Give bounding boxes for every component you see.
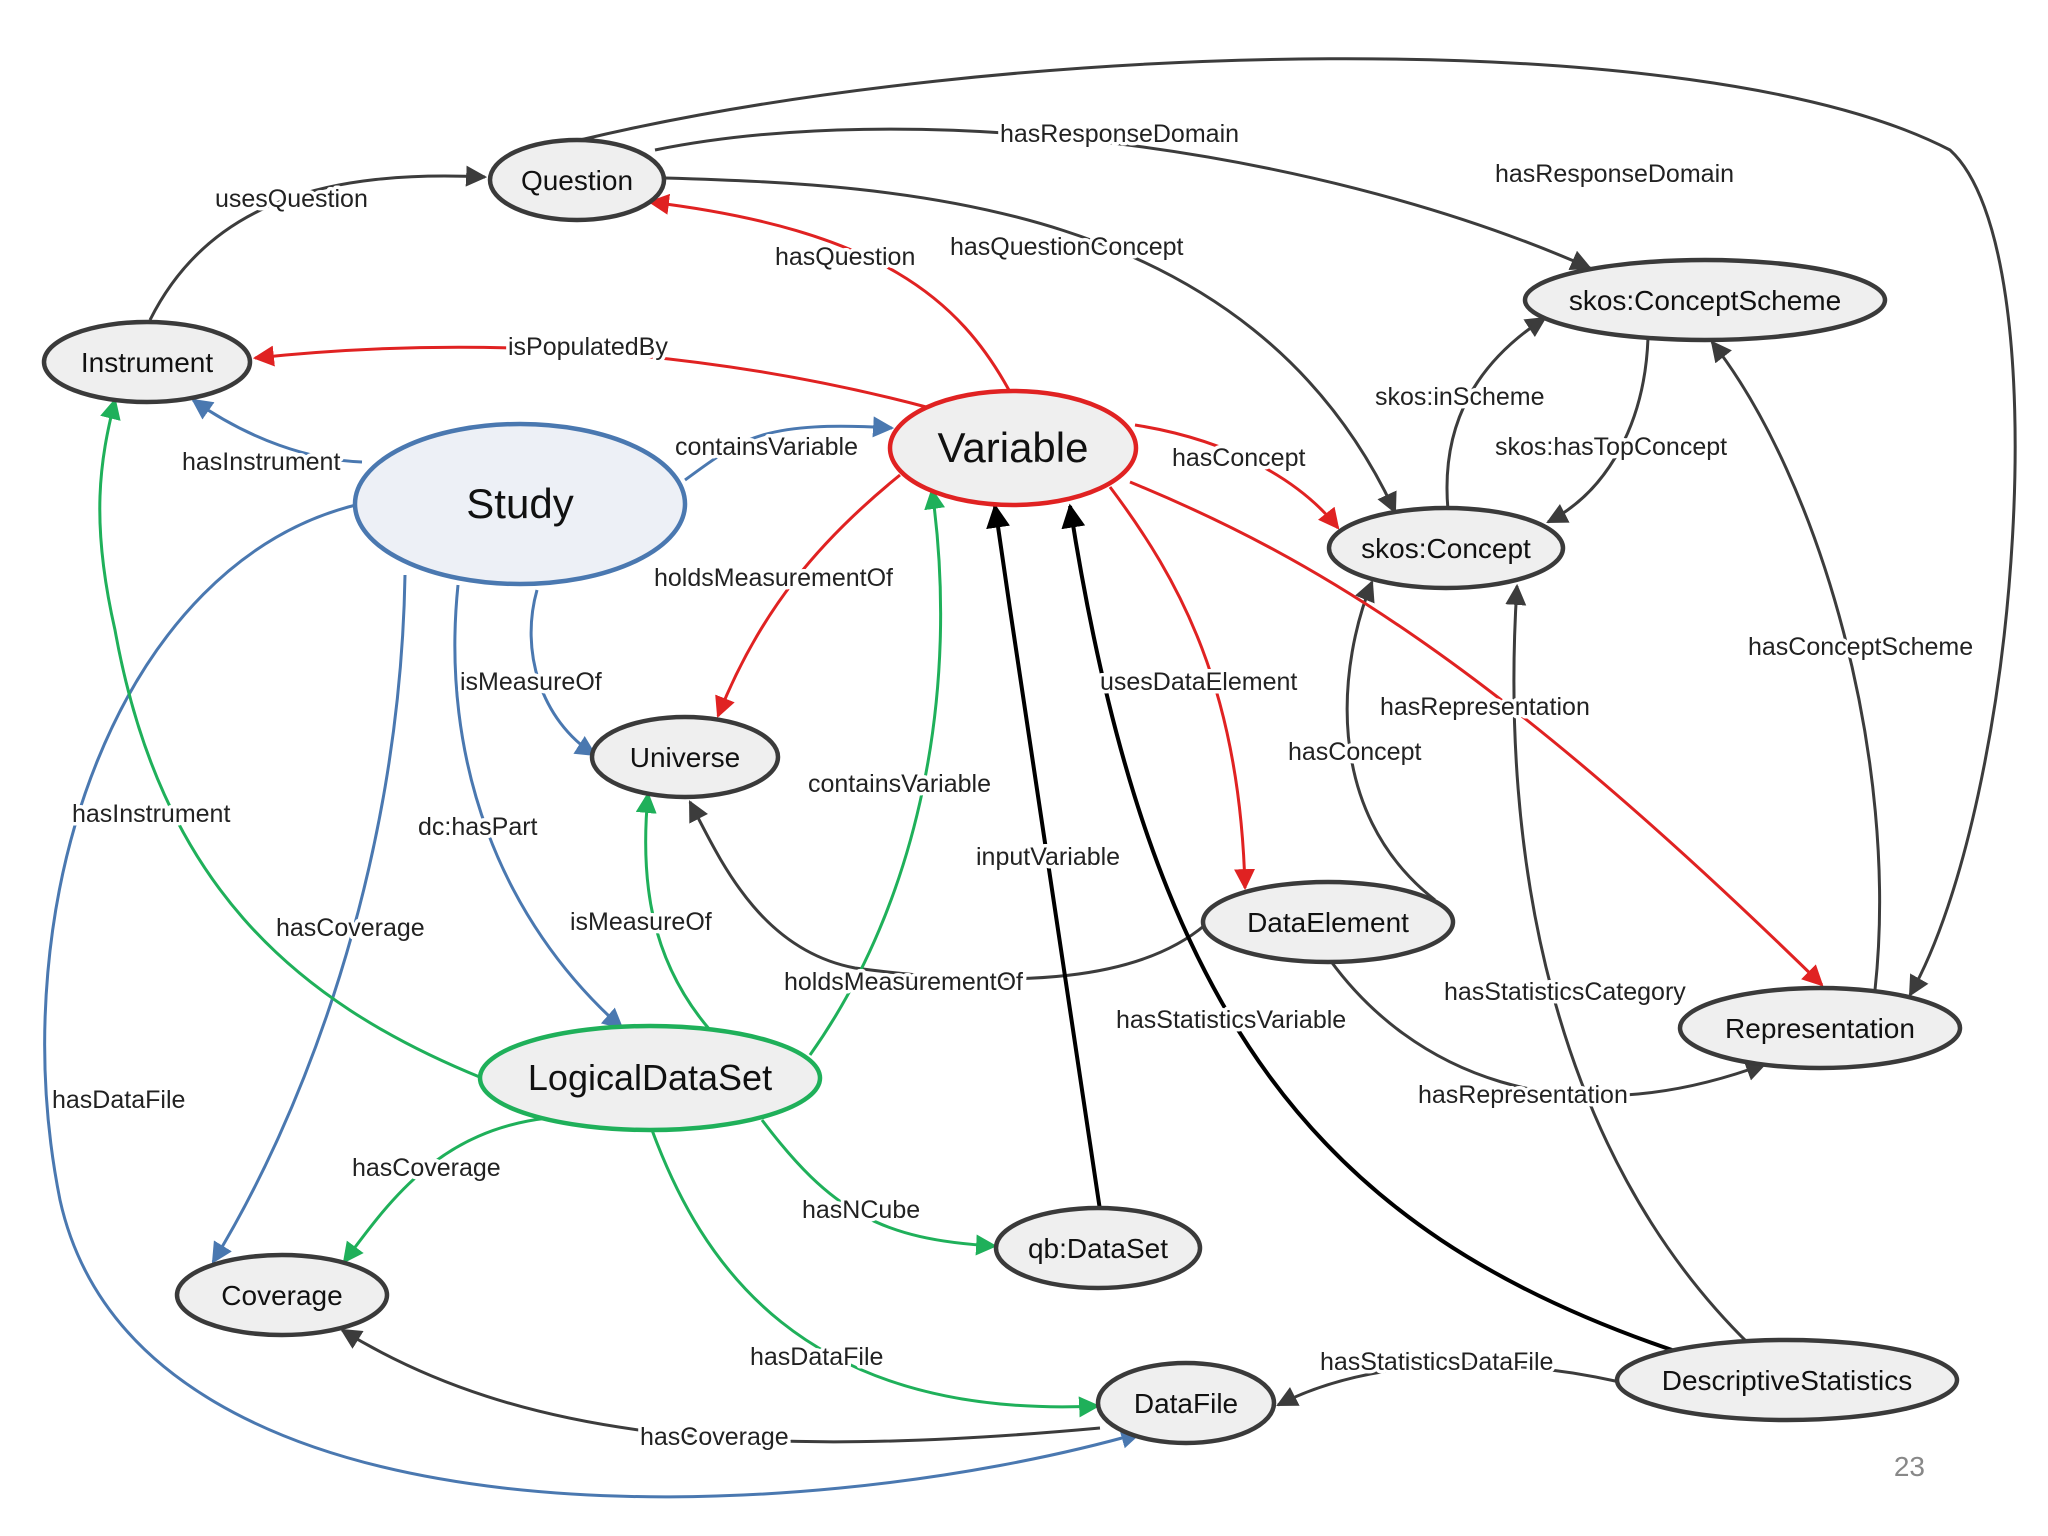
label-has-coverage-3: hasCoverage xyxy=(640,1423,789,1451)
edge-has-concept-2 xyxy=(1345,580,1436,902)
label-is-measure-of-1: isMeasureOf xyxy=(460,668,602,696)
label-has-concept-2: hasConcept xyxy=(1288,738,1421,766)
node-instrument[interactable]: Instrument xyxy=(41,319,253,405)
edge-is-measure-of-2 xyxy=(635,791,712,1031)
label-input-variable: inputVariable xyxy=(976,843,1120,871)
edge-has-statistics-category xyxy=(1505,583,1752,1347)
edge-skos-in-scheme xyxy=(1445,316,1547,511)
node-qb-dataset[interactable]: qb:DataSet xyxy=(993,1205,1203,1291)
node-data-element-label: DataElement xyxy=(1247,907,1409,938)
node-concept-scheme-label: skos:ConceptScheme xyxy=(1569,285,1841,316)
node-study[interactable]: Study xyxy=(352,421,688,587)
edge-labels: usesQuestion hasResponseDomain hasRespon… xyxy=(49,117,1977,1455)
edge-skos-has-top-concept xyxy=(1546,337,1650,524)
node-qb-dataset-label: qb:DataSet xyxy=(1028,1233,1168,1264)
label-has-concept-scheme: hasConceptScheme xyxy=(1748,633,1973,661)
label-has-representation-2: hasRepresentation xyxy=(1418,1081,1628,1109)
node-descriptive-statistics-label: DescriptiveStatistics xyxy=(1662,1365,1913,1396)
label-has-statistics-data-file: hasStatisticsDataFile xyxy=(1320,1348,1553,1376)
edge-has-coverage-2 xyxy=(342,1116,549,1264)
edge-has-statistics-variable xyxy=(1061,503,1673,1352)
label-has-response-domain-1: hasResponseDomain xyxy=(1000,120,1239,148)
node-question-label: Question xyxy=(521,165,633,196)
label-skos-in-scheme: skos:inScheme xyxy=(1375,383,1545,411)
label-has-data-file-2: hasDataFile xyxy=(750,1343,883,1371)
label-has-question: hasQuestion xyxy=(775,243,915,271)
edge-holds-measurement-of-2 xyxy=(688,800,1206,981)
label-contains-variable-1: containsVariable xyxy=(675,433,858,461)
edge-contains-variable-2 xyxy=(808,487,946,1056)
edge-has-data-file-1 xyxy=(43,502,1143,1499)
label-has-concept-1: hasConcept xyxy=(1172,444,1305,472)
edge-has-statistics-data-file xyxy=(1276,1363,1621,1407)
edge-has-concept-scheme xyxy=(1710,340,1882,991)
edges xyxy=(43,57,2017,1499)
edge-has-representation-1 xyxy=(1129,480,1824,987)
edge-input-variable xyxy=(986,503,1102,1211)
label-has-coverage-2: hasCoverage xyxy=(352,1154,501,1182)
edge-has-instrument-2 xyxy=(98,397,483,1080)
node-question[interactable]: Question xyxy=(487,137,667,223)
label-has-statistics-variable: hasStatisticsVariable xyxy=(1116,1006,1346,1034)
label-is-measure-of-2: isMeasureOf xyxy=(570,908,712,936)
label-has-statistics-category: hasStatisticsCategory xyxy=(1444,978,1686,1006)
node-coverage-label: Coverage xyxy=(221,1280,342,1311)
node-descriptive-statistics[interactable]: DescriptiveStatistics xyxy=(1614,1337,1960,1423)
node-coverage[interactable]: Coverage xyxy=(174,1252,390,1338)
node-data-file[interactable]: DataFile xyxy=(1095,1360,1277,1446)
label-uses-question: usesQuestion xyxy=(215,185,368,213)
label-has-instrument-1: hasInstrument xyxy=(182,448,340,476)
node-instrument-label: Instrument xyxy=(81,347,213,378)
label-contains-variable-2: containsVariable xyxy=(808,770,991,798)
nodes: Question Instrument Variable Study Unive… xyxy=(41,137,1963,1446)
edge-has-n-cube xyxy=(760,1119,998,1256)
label-has-n-cube: hasNCube xyxy=(802,1196,920,1224)
edge-is-measure-of-1 xyxy=(529,589,597,757)
node-representation-label: Representation xyxy=(1725,1013,1915,1044)
label-has-data-file-1: hasDataFile xyxy=(52,1086,185,1114)
edge-dc-has-part xyxy=(453,584,624,1030)
label-has-instrument-2: hasInstrument xyxy=(72,800,230,828)
edge-has-question xyxy=(647,193,1012,393)
label-has-response-domain-2: hasResponseDomain xyxy=(1495,160,1734,188)
edge-has-response-domain-2 xyxy=(579,57,2017,997)
label-holds-measurement-of-1: holdsMeasurementOf xyxy=(654,564,893,592)
node-universe[interactable]: Universe xyxy=(589,714,781,800)
label-holds-measurement-of-2: holdsMeasurementOf xyxy=(784,968,1023,996)
node-concept[interactable]: skos:Concept xyxy=(1326,505,1566,591)
label-dc-has-part: dc:hasPart xyxy=(418,813,538,841)
edge-has-coverage-3 xyxy=(340,1328,1101,1444)
edge-has-question-concept xyxy=(664,176,1397,514)
label-skos-has-top-concept: skos:hasTopConcept xyxy=(1495,433,1727,461)
label-has-question-concept: hasQuestionConcept xyxy=(950,233,1184,261)
edge-has-representation-2 xyxy=(1328,959,1767,1098)
page-number: 23 xyxy=(1894,1451,1925,1482)
label-has-coverage-1: hasCoverage xyxy=(276,914,425,942)
node-data-element[interactable]: DataElement xyxy=(1200,879,1456,965)
node-logical-dataset[interactable]: LogicalDataSet xyxy=(477,1023,823,1133)
edge-has-concept-1 xyxy=(1134,423,1340,530)
label-uses-data-element: usesDataElement xyxy=(1100,668,1297,696)
edge-has-coverage-1 xyxy=(211,574,407,1264)
edge-is-populated-by xyxy=(252,345,931,410)
label-has-representation-1: hasRepresentation xyxy=(1380,693,1590,721)
node-logical-dataset-label: LogicalDataSet xyxy=(528,1057,772,1098)
node-universe-label: Universe xyxy=(630,742,740,773)
node-variable-label: Variable xyxy=(938,424,1089,471)
edge-uses-data-element xyxy=(1108,486,1256,891)
node-representation[interactable]: Representation xyxy=(1677,985,1963,1071)
edge-contains-variable-1 xyxy=(684,416,895,482)
edge-has-data-file-2 xyxy=(650,1129,1101,1418)
node-study-label: Study xyxy=(466,480,573,527)
node-concept-label: skos:Concept xyxy=(1361,533,1531,564)
edge-holds-measurement-of-1 xyxy=(715,473,901,718)
node-concept-scheme[interactable]: skos:ConceptScheme xyxy=(1522,257,1888,343)
label-is-populated-by: isPopulatedBy xyxy=(508,333,668,361)
edge-has-response-domain-1 xyxy=(654,127,1592,270)
edge-has-instrument-1 xyxy=(191,398,363,464)
edge-uses-question xyxy=(148,165,488,321)
node-data-file-label: DataFile xyxy=(1134,1388,1238,1419)
node-variable[interactable]: Variable xyxy=(887,388,1139,508)
